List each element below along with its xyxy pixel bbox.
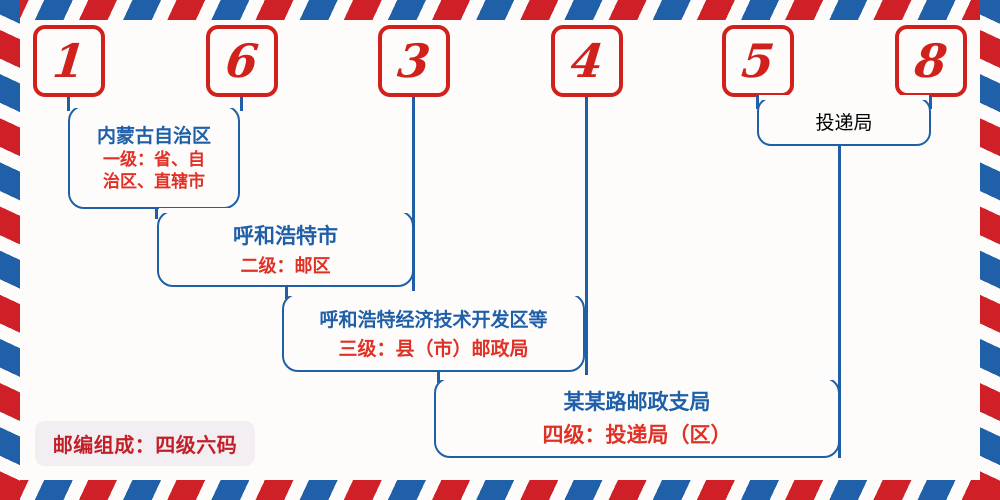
callout-level-4-top-gap (436, 375, 838, 380)
deliv-right-joint (929, 95, 932, 103)
callout-level-2-name: 呼和浩特市 (233, 222, 338, 248)
postcode-digit-4: 4 (568, 34, 606, 88)
callout-level-1-name: 内蒙古自治区 (96, 125, 211, 148)
connector-stem-digit-5 (756, 97, 759, 109)
postcode-digit-box-5[interactable]: 5 (722, 25, 794, 97)
airmail-border-right (980, 0, 1000, 500)
callout-level-1-level-line-a: 一级：省、自 (103, 150, 205, 171)
postcode-digit-3: 3 (395, 34, 433, 88)
callout-3-right-joint (585, 291, 588, 299)
callout-level-4[interactable]: 某某路邮政支局 四级：投递局（区） (434, 377, 840, 458)
postcode-digit-1: 1 (50, 34, 88, 88)
callout-level-2[interactable]: 呼和浩特市 二级：邮区 (157, 210, 414, 287)
postcode-digit-box-1[interactable]: 1 (33, 25, 105, 97)
callout-level-1[interactable]: 内蒙古自治区 一级：省、自 治区、直辖市 (68, 103, 240, 209)
airmail-border-bottom (0, 480, 1000, 500)
connector-stem-delivery-out (838, 145, 841, 458)
callout-level-3-top-gap (284, 291, 583, 296)
postcode-digit-box-4[interactable]: 4 (551, 25, 623, 97)
callout-level-3[interactable]: 呼和浩特经济技术开发区等 三级：县（市）邮政局 (282, 293, 585, 372)
callout-level-1-top-gap (70, 103, 238, 108)
callout-4-left-joint (437, 375, 440, 383)
callout-1-right-joint (240, 103, 243, 111)
callout-level-4-name: 某某路邮政支局 (563, 389, 711, 414)
callout-1-left-joint (67, 103, 70, 111)
postcode-digit-box-2[interactable]: 6 (206, 25, 278, 97)
callout-level-2-level: 二级：邮区 (240, 255, 331, 277)
postcode-digit-2: 6 (223, 34, 261, 88)
callout-level-4-level: 四级：投递局（区） (542, 423, 732, 447)
callout-2-right-joint (412, 208, 415, 216)
connector-stem-digit-4 (585, 97, 588, 379)
postcode-digit-box-6[interactable]: 8 (895, 25, 967, 97)
callout-2-left-joint (155, 208, 158, 216)
connector-stem-digit-3 (412, 97, 415, 295)
legend-badge-text: 邮编组成：四级六码 (52, 433, 238, 457)
callout-delivery-office-label: 投递局 (815, 113, 873, 134)
airmail-border-left (0, 0, 20, 500)
deliv-left-joint (756, 95, 759, 103)
postcode-digit-6: 8 (912, 34, 950, 88)
airmail-border-top (0, 0, 1000, 20)
connector-stem-digit-6 (929, 97, 932, 109)
callout-level-3-level: 三级：县（市）邮政局 (338, 337, 529, 360)
callout-level-1-level-line-b: 治区、直辖市 (103, 171, 205, 192)
callout-level-2-top-gap (159, 208, 412, 213)
callout-3-left-joint (285, 291, 288, 299)
postcode-digit-5: 5 (739, 34, 777, 88)
callout-delivery-top-gap (759, 95, 929, 100)
legend-badge: 邮编组成：四级六码 (35, 421, 255, 466)
callout-delivery-office[interactable]: 投递局 (757, 97, 931, 146)
postcode-digit-box-3[interactable]: 3 (378, 25, 450, 97)
callout-level-3-name: 呼和浩特经济技术开发区等 (319, 308, 548, 331)
